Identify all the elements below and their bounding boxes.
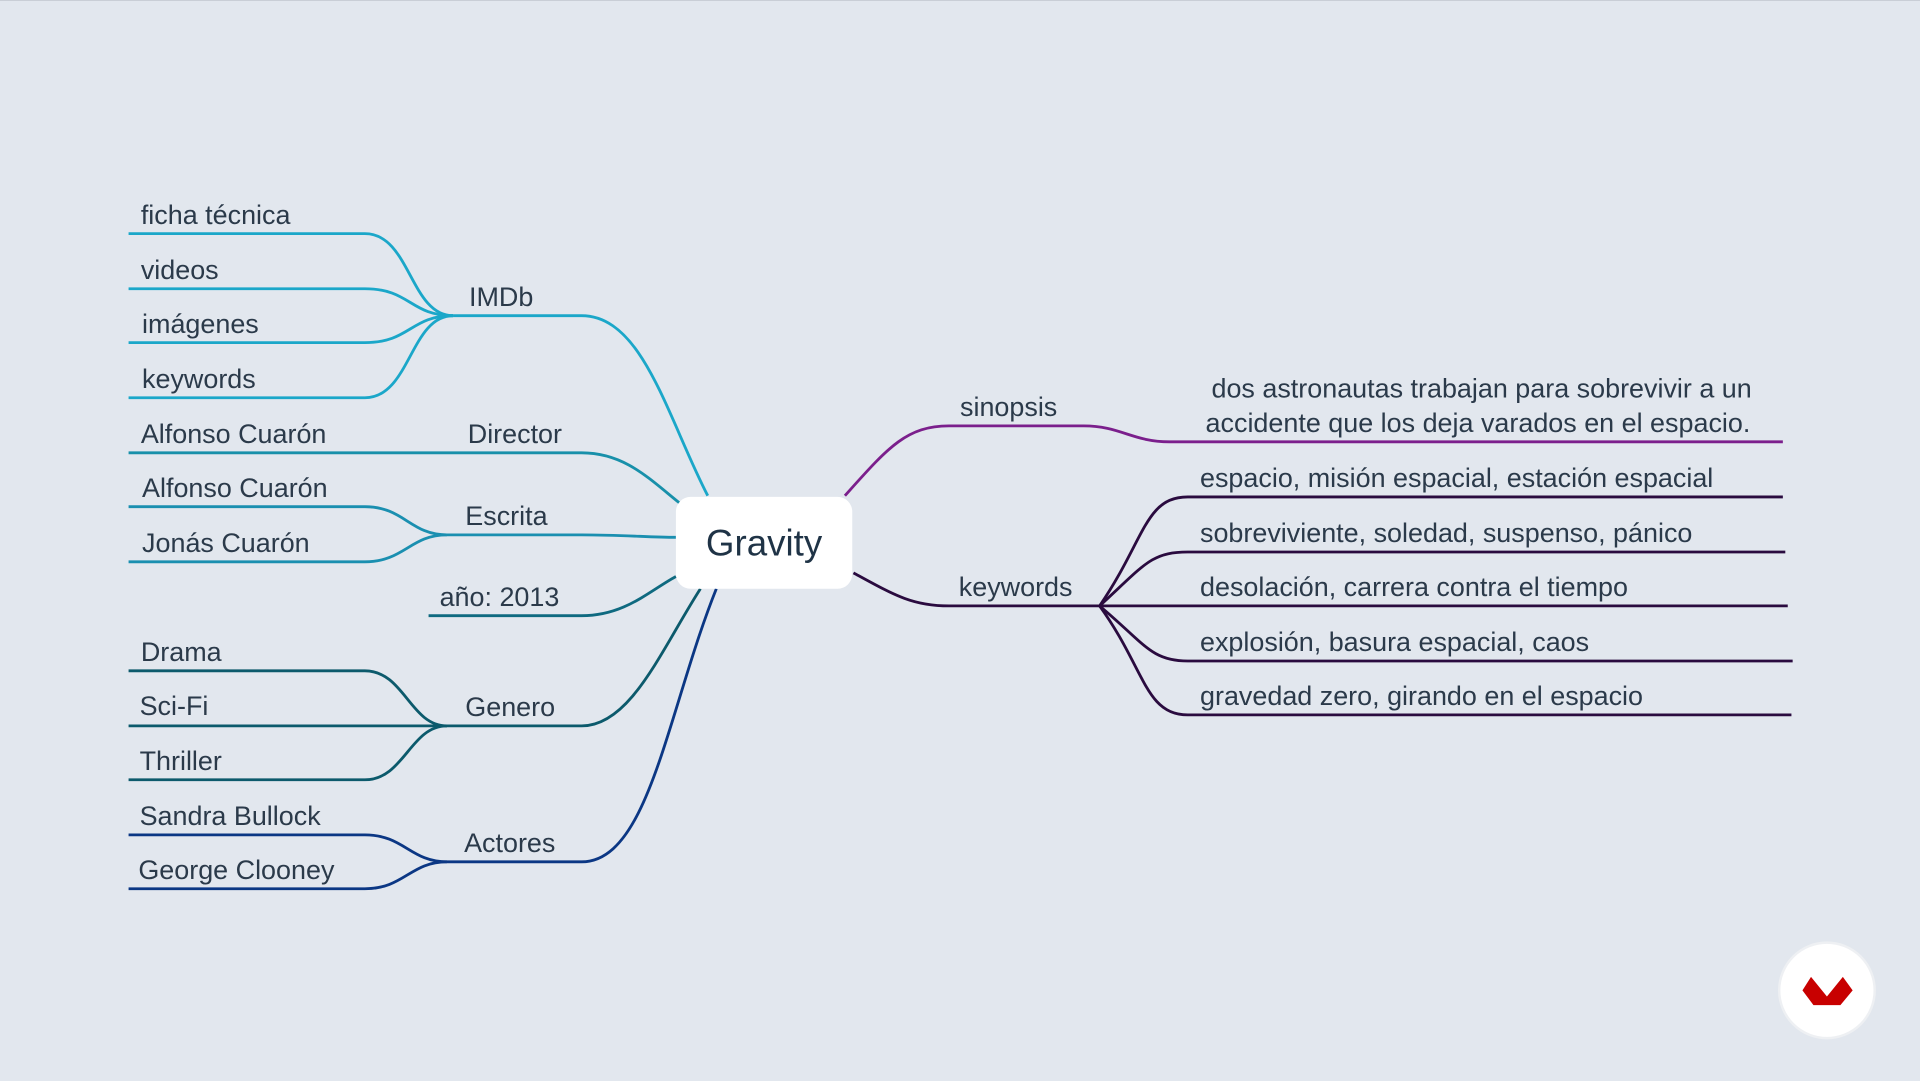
branch-director bbox=[128, 451, 681, 505]
brand-logo-icon bbox=[1777, 941, 1876, 1040]
leaf-george-clooney[interactable]: George Clooney bbox=[138, 855, 335, 885]
node-sinopsis[interactable]: sinopsis bbox=[960, 392, 1057, 422]
node-genero[interactable]: Genero bbox=[465, 692, 555, 722]
keyword-leaf-4[interactable]: explosión, basura espacial, caos bbox=[1200, 627, 1589, 657]
node-imdb[interactable]: IMDb bbox=[469, 282, 533, 312]
leaf-thriller[interactable]: Thriller bbox=[140, 746, 222, 776]
keyword-leaf-5[interactable]: gravedad zero, girando en el espacio bbox=[1200, 681, 1643, 711]
branch-actores bbox=[128, 588, 718, 891]
branch-anio bbox=[428, 575, 677, 618]
leaf-sandra-bullock[interactable]: Sandra Bullock bbox=[140, 801, 322, 831]
leaf-escrita-2[interactable]: Jonás Cuarón bbox=[142, 528, 310, 558]
node-anio[interactable]: año: 2013 bbox=[440, 582, 560, 612]
leaf-imagenes[interactable]: imágenes bbox=[142, 309, 259, 339]
keyword-leaf-3[interactable]: desolación, carrera contra el tiempo bbox=[1200, 572, 1628, 602]
leaf-escrita-1[interactable]: Alfonso Cuarón bbox=[142, 473, 328, 503]
sinopsis-text-line-1: dos astronautas trabajan para sobrevivir… bbox=[1211, 374, 1751, 404]
sinopsis-text-line-2: accidente que los deja varados en el esp… bbox=[1206, 408, 1751, 438]
node-keywords[interactable]: keywords bbox=[959, 572, 1073, 602]
leaf-scifi[interactable]: Sci-Fi bbox=[140, 691, 209, 721]
leaf-drama[interactable]: Drama bbox=[141, 637, 222, 667]
branch-sinopsis bbox=[843, 424, 1783, 497]
leaf-ficha-tecnica[interactable]: ficha técnica bbox=[141, 200, 291, 230]
branch-escrita bbox=[128, 505, 676, 564]
central-node[interactable]: Gravity bbox=[675, 496, 853, 589]
node-actores[interactable]: Actores bbox=[464, 828, 555, 858]
branch-keywords bbox=[852, 495, 1793, 717]
leaf-videos[interactable]: videos bbox=[141, 255, 219, 285]
node-director[interactable]: Director bbox=[468, 419, 562, 449]
leaf-keywords-imdb[interactable]: keywords bbox=[142, 364, 256, 394]
keyword-leaf-2[interactable]: sobreviviente, soledad, suspenso, pánico bbox=[1200, 518, 1692, 548]
central-node-label: Gravity bbox=[706, 523, 823, 564]
keyword-leaf-1[interactable]: espacio, misión espacial, estación espac… bbox=[1200, 463, 1713, 493]
leaf-director-name[interactable]: Alfonso Cuarón bbox=[141, 419, 327, 449]
node-escrita[interactable]: Escrita bbox=[465, 501, 547, 531]
branch-imdb bbox=[128, 232, 710, 497]
branch-genero bbox=[128, 587, 702, 782]
